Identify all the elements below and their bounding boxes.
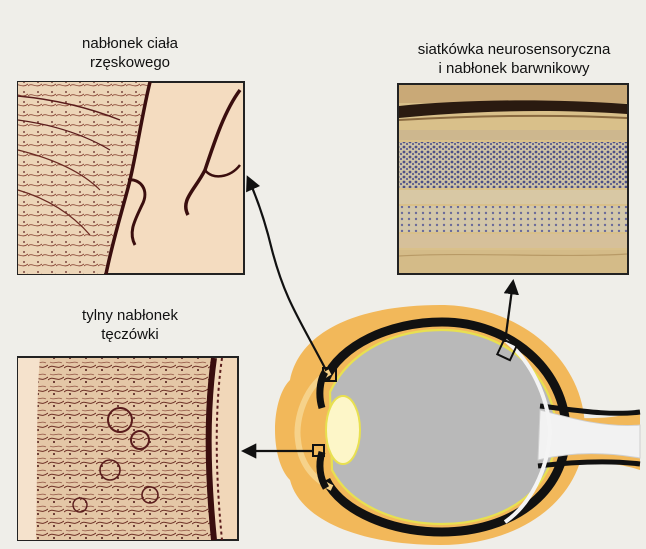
retina-label-line2: i nabłonek barwnikowy [385,59,643,78]
retina-label-line1: siatkówka neurosensoryczna [385,40,643,59]
iris-label-line2: tęczówki [40,325,220,344]
ciliary-label-line2: rzęskowego [30,53,230,72]
lens [326,396,360,464]
retina-rpe-label: siatkówka neurosensoryczna i nabłonek ba… [385,40,643,78]
ciliary-label-line1: nabłonek ciała [30,34,230,53]
ciliary-epithelium-micrograph [18,82,244,274]
iris-label-line1: tylny nabłonek [40,306,220,325]
iris-epithelium-micrograph [18,357,238,540]
eye-cross-section [275,305,640,545]
ciliary-epithelium-label: nabłonek ciała rzęskowego [30,34,230,72]
retina-rpe-micrograph [398,84,628,274]
iris-epithelium-label: tylny nabłonek tęczówki [40,306,220,344]
